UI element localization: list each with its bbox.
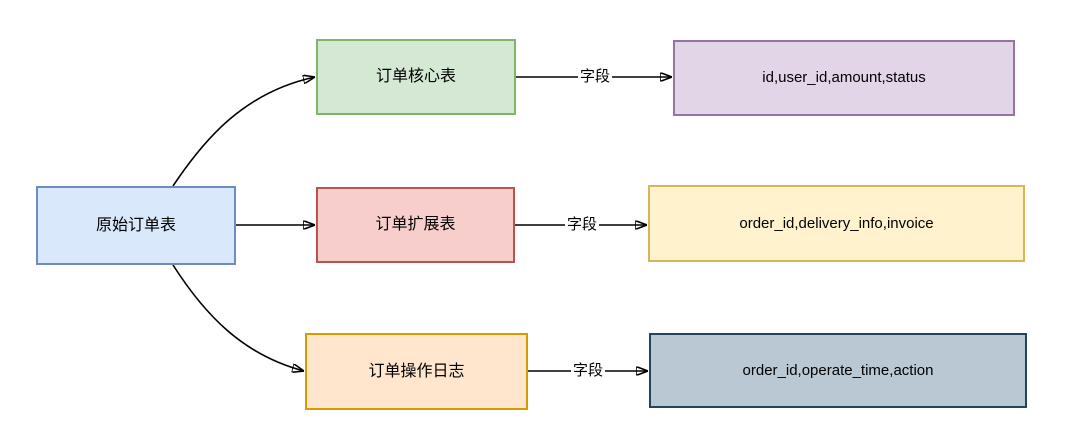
node-log-table-label: 订单操作日志	[368, 362, 465, 380]
node-core-fields: id,user_id,amount,status	[673, 40, 1015, 116]
node-core-table-label: 订单核心表	[375, 68, 456, 86]
edge-source-to-log-table	[172, 264, 304, 371]
node-source-table-label: 原始订单表	[95, 216, 176, 234]
node-log-table: 订单操作日志	[305, 333, 528, 410]
node-log-fields: order_id,operate_time,action	[649, 333, 1027, 408]
node-extension-table-label: 订单扩展表	[375, 216, 456, 234]
node-core-fields-label: id,user_id,amount,status	[762, 69, 926, 86]
edge-label-log-fields: 字段	[570, 361, 606, 381]
node-extension-table: 订单扩展表	[316, 187, 515, 263]
edge-label-extension-fields: 字段	[564, 215, 600, 235]
node-extension-fields: order_id,delivery_info,invoice	[648, 185, 1025, 262]
node-source-table: 原始订单表	[36, 186, 236, 265]
node-extension-fields-label: order_id,delivery_info,invoice	[739, 214, 934, 232]
edge-label-core-fields: 字段	[577, 67, 613, 87]
edge-source-to-core-table	[172, 77, 315, 187]
node-log-fields-label: order_id,operate_time,action	[742, 361, 934, 379]
node-core-table: 订单核心表	[316, 39, 516, 115]
